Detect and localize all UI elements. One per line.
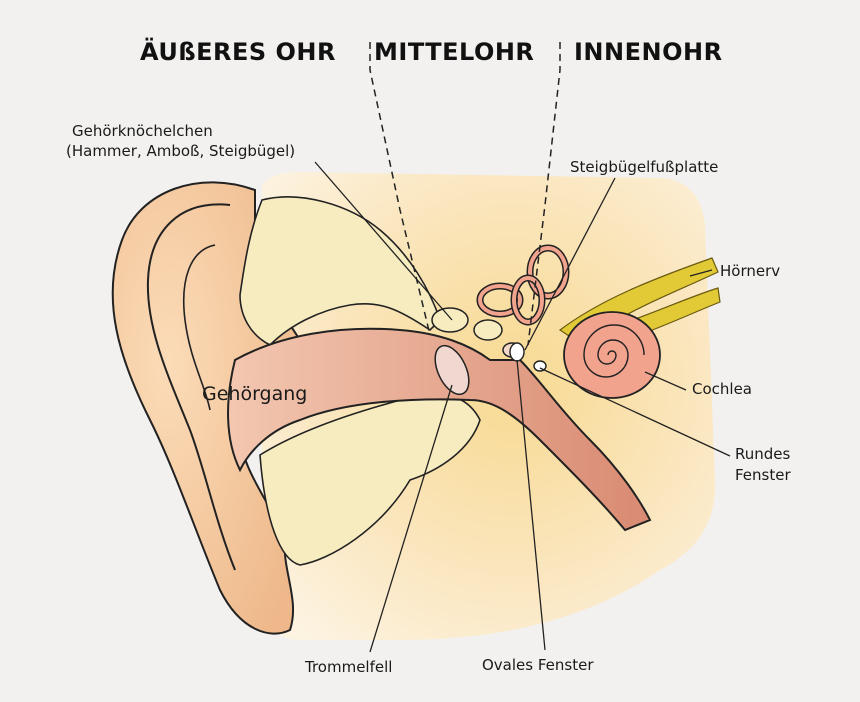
label-ossicles-line2: (Hammer, Amboß, Steigbügel) xyxy=(66,142,295,161)
section-heading-outer-ear: ÄUßERES OHR xyxy=(140,38,336,66)
label-auditory-nerve: Hörnerv xyxy=(720,262,780,281)
label-eardrum: Trommelfell xyxy=(305,658,392,677)
section-heading-inner-ear: INNENOHR xyxy=(574,38,723,66)
label-round-window-line2: Fenster xyxy=(735,466,791,485)
label-ossicles-line1: Gehörknöchelchen xyxy=(72,122,213,141)
section-heading-middle-ear: MITTELOHR xyxy=(374,38,534,66)
label-oval-window: Ovales Fenster xyxy=(482,656,594,675)
label-round-window-line1: Rundes xyxy=(735,445,790,464)
oval-window xyxy=(510,343,524,361)
ossicle-anvil xyxy=(474,320,502,340)
ossicle-hammer xyxy=(432,308,468,332)
label-cochlea: Cochlea xyxy=(692,380,752,399)
label-stapes-footplate: Steigbügelfußplatte xyxy=(570,158,718,177)
label-ear-canal: Gehörgang xyxy=(202,385,307,404)
